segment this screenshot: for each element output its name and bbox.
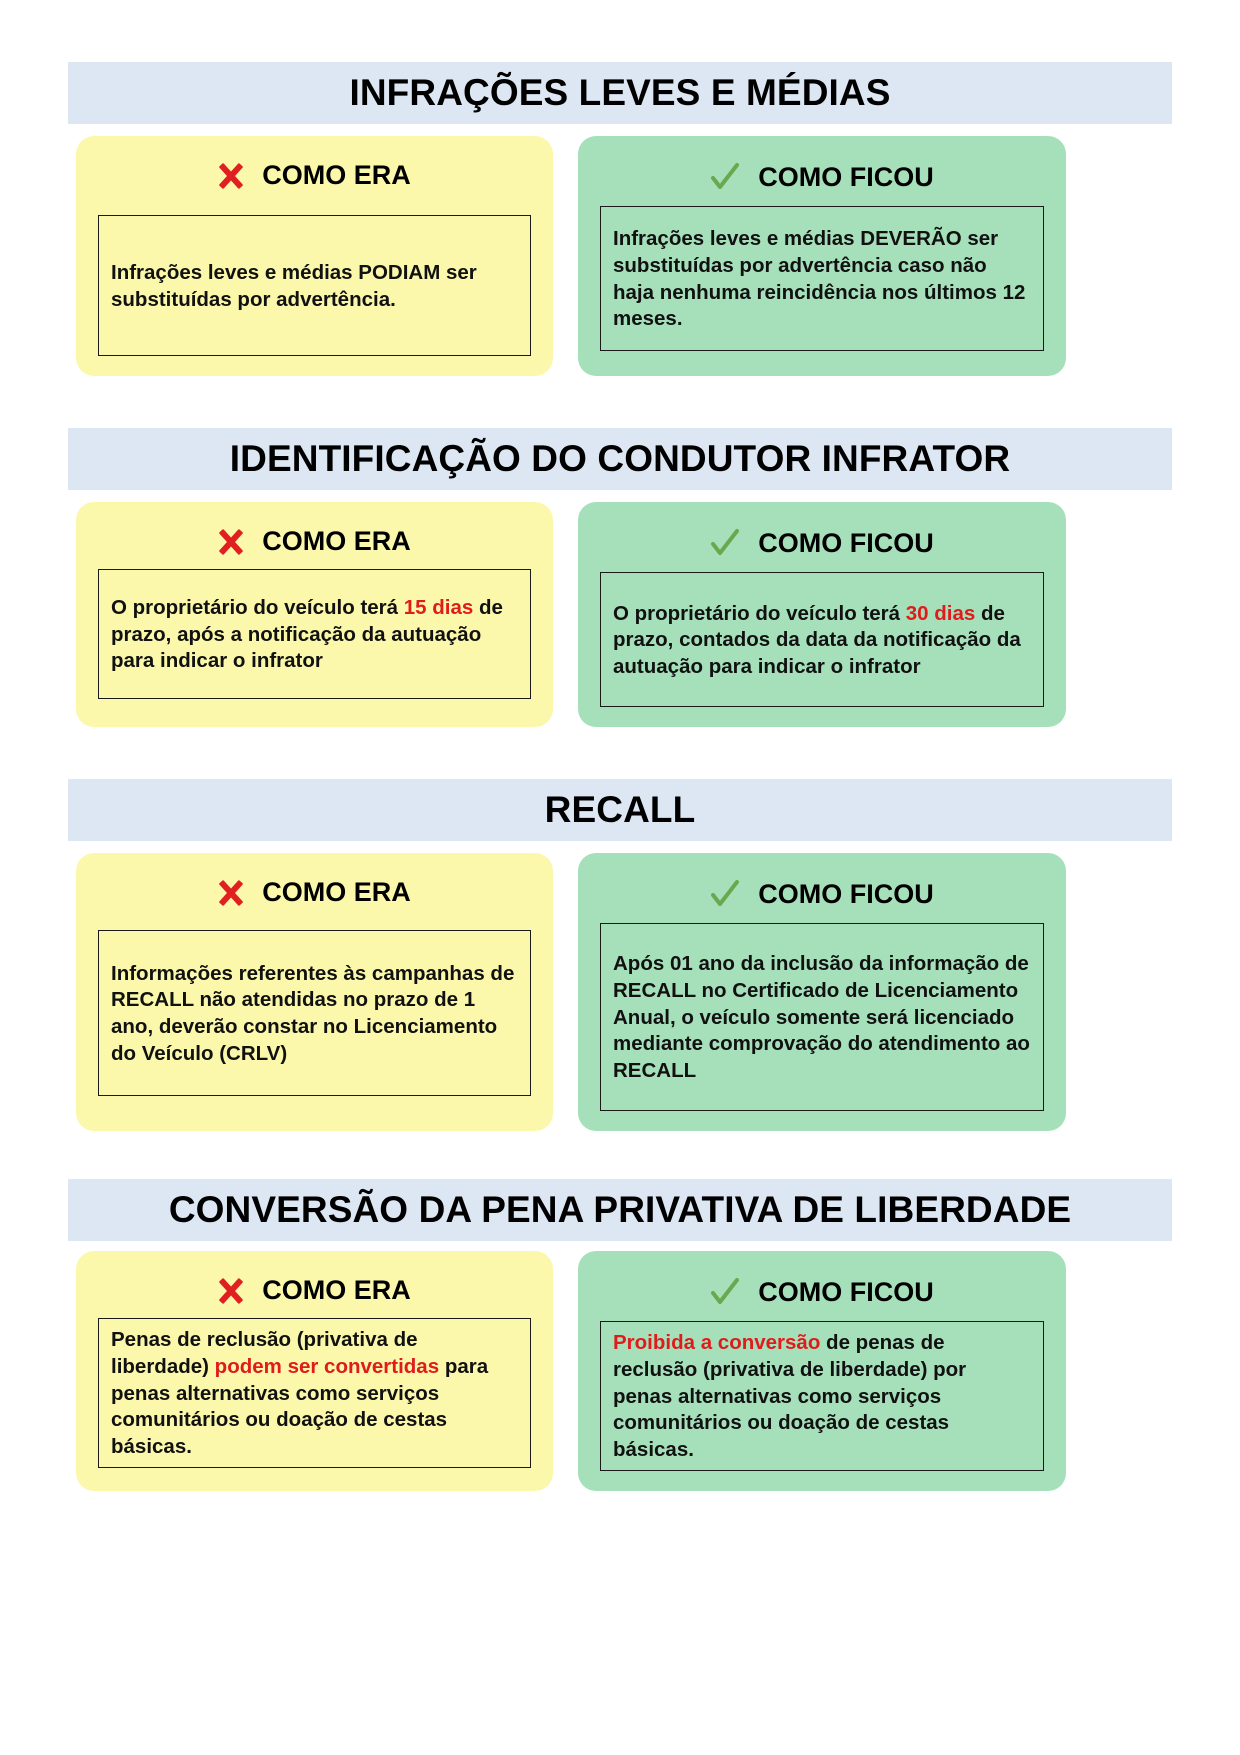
text-box-como-era: Penas de reclusão (privativa de liberdad… xyxy=(98,1318,531,1468)
section-title: RECALL xyxy=(544,788,696,830)
body-text-highlight: Proibida a conversão xyxy=(613,1331,821,1355)
card-body-text: Após 01 ano da inclusão da informação de… xyxy=(613,952,1030,1082)
card-header-como-ficou: COMO FICOU xyxy=(600,867,1044,923)
card-como-era: COMO ERA Informações referentes às campa… xyxy=(76,853,553,1131)
section-banner: CONVERSÃO DA PENA PRIVATIVA DE LIBERDADE xyxy=(68,1179,1172,1241)
card-header-como-era: COMO ERA xyxy=(98,1265,531,1318)
section-title: IDENTIFICAÇÃO DO CONDUTOR INFRATOR xyxy=(229,437,1011,479)
body-text-post: de penas de reclusão (privativa de liber… xyxy=(613,1331,967,1461)
text-box-como-ficou: Proibida a conversão de penas de reclusã… xyxy=(600,1321,1044,1471)
text-box-como-era: O proprietário do veículo terá 15 dias d… xyxy=(98,569,531,699)
card-header-label: COMO FICOU xyxy=(758,1276,934,1307)
body-text-highlight: 30 dias xyxy=(905,601,976,625)
card-como-era: COMO ERA Infrações leves e médias PODIAM… xyxy=(76,136,553,376)
section-conversao-pena: CONVERSÃO DA PENA PRIVATIVA DE LIBERDADE… xyxy=(68,1179,1172,1491)
card-header-label: COMO FICOU xyxy=(758,527,934,558)
card-body-text: Infrações leves e médias PODIAM ser subs… xyxy=(111,260,477,311)
x-mark-icon xyxy=(218,1278,244,1304)
text-box-como-ficou: Infrações leves e médias DEVERÃO ser sub… xyxy=(600,206,1044,351)
x-mark-icon xyxy=(218,529,244,555)
comparison-row: COMO ERA Infrações leves e médias PODIAM… xyxy=(68,136,1172,376)
card-header-label: COMO ERA xyxy=(262,160,411,190)
card-header-como-era: COMO ERA xyxy=(98,516,531,569)
card-como-era: COMO ERA Penas de reclusão (privativa de… xyxy=(76,1251,553,1491)
section-identificacao-condutor: IDENTIFICAÇÃO DO CONDUTOR INFRATOR COMO … xyxy=(68,428,1172,727)
section-banner: INFRAÇÕES LEVES E MÉDIAS xyxy=(68,62,1172,124)
card-body-text: Penas de reclusão (privativa de liberdad… xyxy=(111,1327,518,1460)
card-header-como-ficou: COMO FICOU xyxy=(600,516,1044,572)
body-text-post: de prazo, após a notificação da autuação… xyxy=(111,596,503,673)
check-mark-icon xyxy=(710,528,740,558)
card-header-label: COMO FICOU xyxy=(758,161,934,192)
card-body-text: O proprietário do veículo terá 15 dias d… xyxy=(111,595,518,675)
body-text-post: para penas alternativas como serviços co… xyxy=(111,1355,489,1458)
card-body-text: Informações referentes às campanhas de R… xyxy=(111,961,515,1065)
body-text-pre: O proprietário do veículo terá xyxy=(111,596,404,620)
check-mark-icon xyxy=(710,162,740,192)
section-title: INFRAÇÕES LEVES E MÉDIAS xyxy=(349,71,891,113)
text-box-como-era: Infrações leves e médias PODIAM ser subs… xyxy=(98,215,531,356)
x-mark-icon xyxy=(218,163,244,189)
text-box-como-era: Informações referentes às campanhas de R… xyxy=(98,930,531,1096)
card-header-label: COMO ERA xyxy=(262,1275,411,1305)
card-como-era: COMO ERA O proprietário do veículo terá … xyxy=(76,502,553,727)
section-infracoes-leves-medias: INFRAÇÕES LEVES E MÉDIAS COMO ERA Infraç… xyxy=(68,62,1172,376)
card-header-label: COMO ERA xyxy=(262,877,411,907)
body-text-pre: Penas de reclusão (privativa de liberdad… xyxy=(111,1328,418,1379)
section-banner: RECALL xyxy=(68,779,1172,841)
section-recall: RECALL COMO ERA Informações referentes à… xyxy=(68,779,1172,1131)
check-mark-icon xyxy=(710,1277,740,1307)
card-header-como-era: COMO ERA xyxy=(98,150,531,203)
section-banner: IDENTIFICAÇÃO DO CONDUTOR INFRATOR xyxy=(68,428,1172,490)
card-body-text: O proprietário do veículo terá 30 dias d… xyxy=(613,601,1031,681)
card-header-como-ficou: COMO FICOU xyxy=(600,150,1044,206)
card-como-ficou: COMO FICOU Após 01 ano da inclusão da in… xyxy=(578,853,1066,1131)
text-box-como-ficou: Após 01 ano da inclusão da informação de… xyxy=(600,923,1044,1111)
check-mark-icon xyxy=(710,879,740,909)
body-text-post: de prazo, contados da data da notificaçã… xyxy=(613,601,1021,678)
card-body-text: Infrações leves e médias DEVERÃO ser sub… xyxy=(613,227,1026,331)
body-text-highlight: podem ser convertidas xyxy=(214,1355,440,1379)
body-text-pre: O proprietário do veículo terá xyxy=(613,601,906,625)
card-header-label: COMO FICOU xyxy=(758,878,934,909)
comparison-row: COMO ERA O proprietário do veículo terá … xyxy=(68,502,1172,727)
x-mark-icon xyxy=(218,880,244,906)
text-box-como-ficou: O proprietário do veículo terá 30 dias d… xyxy=(600,572,1044,707)
card-header-como-ficou: COMO FICOU xyxy=(600,1265,1044,1321)
section-title: CONVERSÃO DA PENA PRIVATIVA DE LIBERDADE xyxy=(168,1188,1072,1230)
body-text-highlight: 15 dias xyxy=(403,596,474,620)
card-header-como-era: COMO ERA xyxy=(98,867,531,920)
card-header-label: COMO ERA xyxy=(262,526,411,556)
card-como-ficou: COMO FICOU Proibida a conversão de penas… xyxy=(578,1251,1066,1491)
card-como-ficou: COMO FICOU Infrações leves e médias DEVE… xyxy=(578,136,1066,376)
comparison-row: COMO ERA Informações referentes às campa… xyxy=(68,853,1172,1131)
card-como-ficou: COMO FICOU O proprietário do veículo ter… xyxy=(578,502,1066,727)
comparison-row: COMO ERA Penas de reclusão (privativa de… xyxy=(68,1251,1172,1491)
card-body-text: Proibida a conversão de penas de reclusã… xyxy=(613,1330,1031,1463)
